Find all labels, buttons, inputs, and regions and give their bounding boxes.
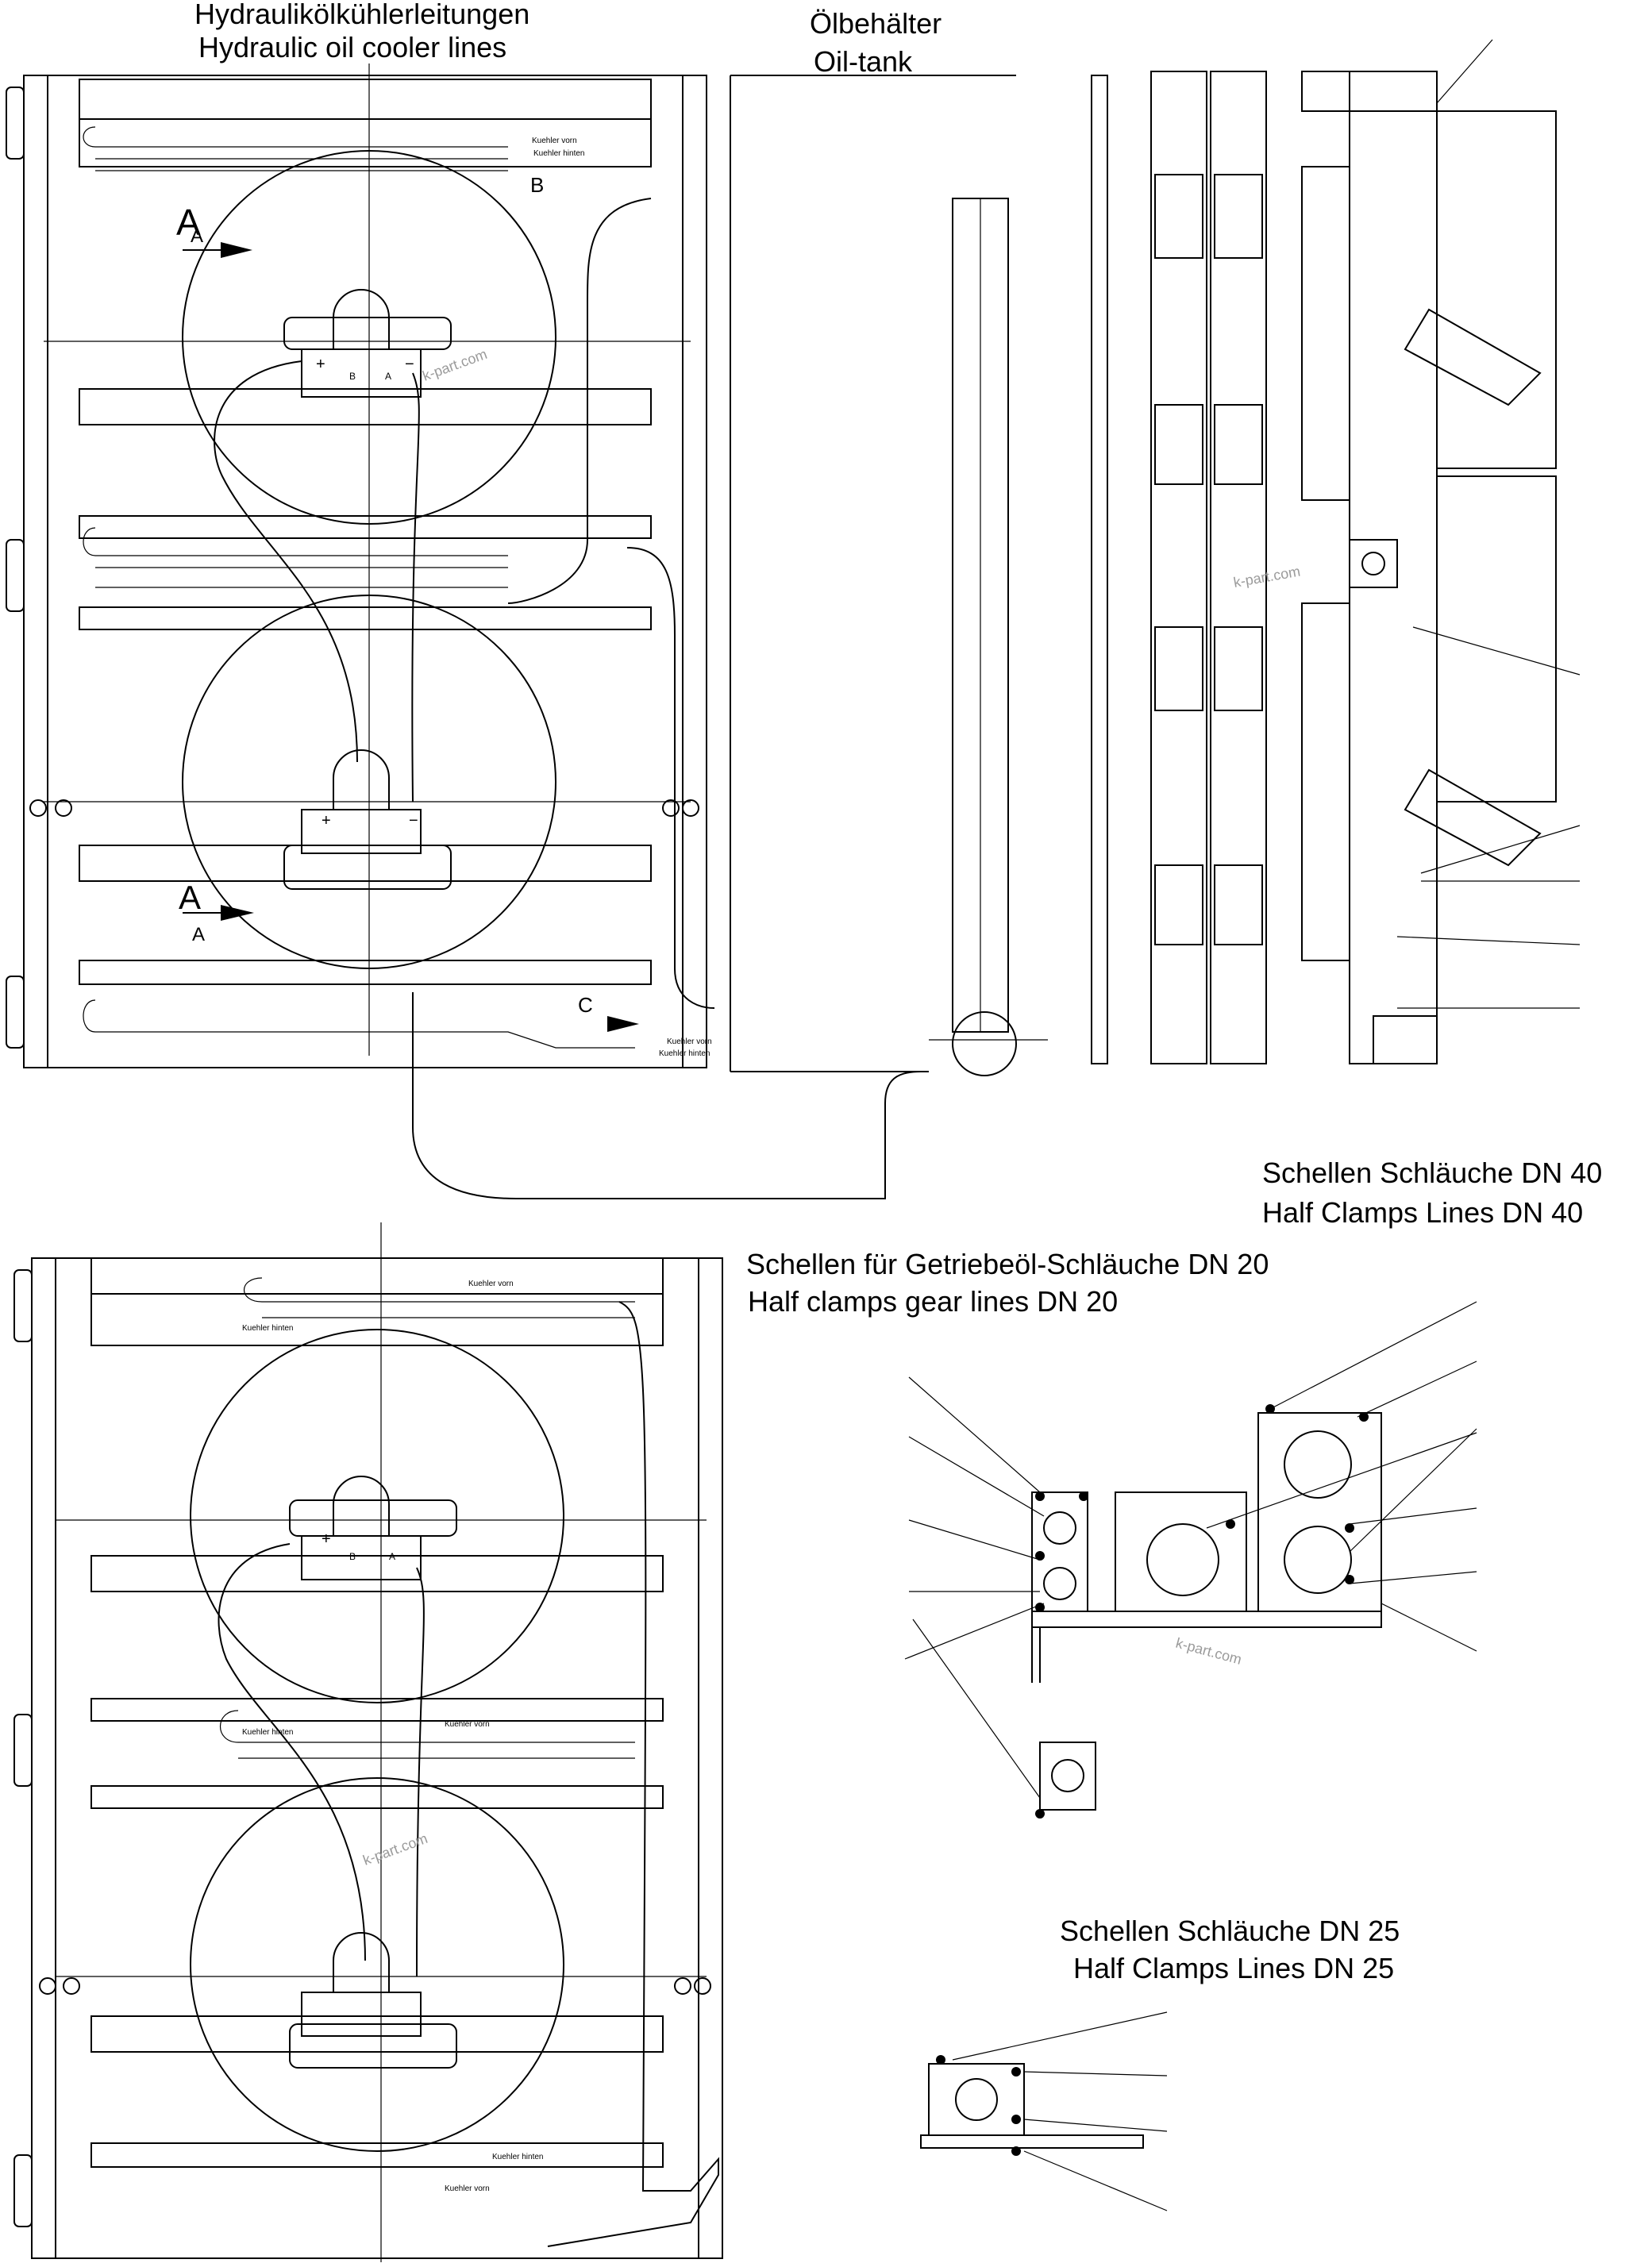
section-marker-a-bottom-small: A: [192, 924, 205, 945]
pump-plus-upper: +: [316, 356, 325, 373]
watermark-4: k-part.com: [361, 1830, 430, 1869]
hydraulic-title-de: Hydraulikölkühlerleitungen: [194, 0, 529, 30]
oil-tank: [730, 75, 1048, 1076]
line-label-kuehler-vorn-3: Kuehler vorn: [468, 1280, 514, 1288]
line-label-kuehler-vorn-2: Kuehler vorn: [667, 1037, 712, 1046]
pump-port-a-upper: A: [385, 371, 391, 382]
pump-port-b-lower-view: B: [349, 1551, 356, 1562]
dn20-clamp-detail: [904, 1301, 1477, 1811]
marker-c: C: [578, 993, 593, 1017]
section-arrow-icon: [183, 242, 639, 1032]
dn25-clamp-detail: [920, 2011, 1168, 2211]
front-view-lower: [13, 1222, 723, 2262]
pump-plus-lower-view-1: +: [322, 1530, 331, 1548]
oiltank-title-en: Oil-tank: [814, 45, 913, 78]
pump-port-b-upper: B: [349, 371, 356, 382]
oiltank-title-de: Ölbehälter: [810, 7, 942, 40]
line-label-kuehler-hinten: Kuehler hinten: [533, 149, 585, 158]
pump-port-a-lower-view: A: [389, 1551, 395, 1562]
watermark-1: k-part.com: [421, 346, 490, 384]
line-label-kuehler-hinten-3: Kuehler hinten: [242, 1324, 294, 1333]
section-marker-a-bottom: A: [179, 879, 201, 916]
dn20-title-en: Half clamps gear lines DN 20: [748, 1285, 1118, 1318]
line-label-kuehler-vorn-4: Kuehler vorn: [445, 1720, 490, 1729]
marker-b: B: [530, 173, 544, 197]
bolt-icon: [936, 1404, 1369, 2156]
line-label-kuehler-vorn: Kuehler vorn: [532, 137, 577, 145]
hydraulic-title-en: Hydraulic oil cooler lines: [198, 31, 506, 64]
dn25-title-de: Schellen Schläuche DN 25: [1060, 1915, 1400, 1947]
line-label-kuehler-hinten-4: Kuehler hinten: [242, 1728, 294, 1737]
line-label-kuehler-vorn-5: Kuehler vorn: [445, 2184, 490, 2193]
watermark-3: k-part.com: [1174, 1635, 1243, 1668]
dn25-title-en: Half Clamps Lines DN 25: [1073, 1952, 1394, 1984]
line-label-kuehler-hinten-2: Kuehler hinten: [659, 1049, 710, 1058]
front-view-upper: [6, 64, 922, 1199]
dn40-title-de: Schellen Schläuche DN 40: [1262, 1157, 1602, 1189]
pump-minus-lower: −: [409, 812, 418, 829]
line-label-kuehler-hinten-5: Kuehler hinten: [492, 2153, 544, 2161]
pump-plus-lower: +: [322, 812, 331, 829]
dn20-title-de: Schellen für Getriebeöl-Schläuche DN 20: [746, 1248, 1269, 1280]
section-marker-a-top: A: [176, 202, 201, 243]
side-view: [1091, 39, 1581, 1064]
section-marker-a-top-small: A: [191, 225, 203, 247]
dn40-title-en: Half Clamps Lines DN 40: [1262, 1196, 1583, 1229]
pump-minus-upper: −: [405, 356, 414, 373]
